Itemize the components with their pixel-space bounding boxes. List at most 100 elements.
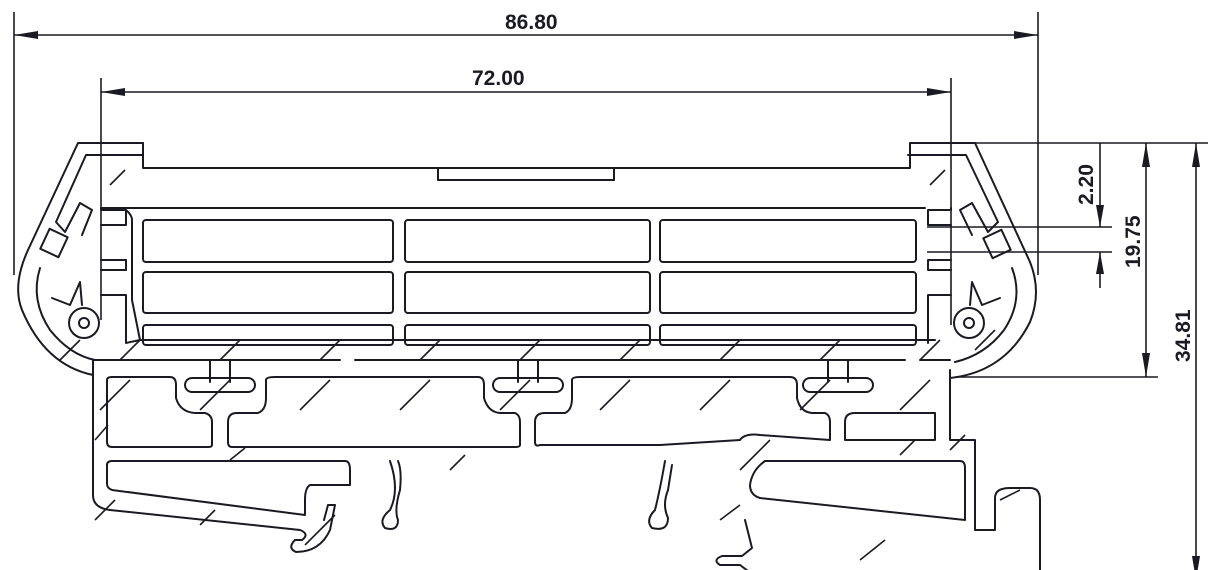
hatch-line	[499, 379, 531, 411]
t-slot	[802, 377, 874, 393]
dimension-label-total-height: 34.81	[1172, 309, 1195, 362]
arrowhead	[1142, 143, 1150, 167]
hatch-line	[199, 509, 216, 526]
cell	[142, 324, 394, 346]
arrowhead	[1192, 556, 1200, 570]
arrowhead	[101, 88, 125, 96]
hatch-line	[119, 339, 141, 361]
hinge-pin-hole	[963, 317, 975, 329]
hatch-line	[399, 379, 431, 411]
cell	[404, 219, 651, 263]
hatch-line	[919, 339, 941, 361]
cell	[142, 271, 394, 314]
cell	[659, 271, 917, 314]
t-slot-neck	[209, 359, 231, 383]
dimension-label-inner-width: 72.00	[472, 67, 525, 90]
t-slot	[492, 377, 564, 393]
hatch-line	[99, 379, 131, 411]
hatch-line	[109, 169, 126, 186]
hatch-line	[319, 339, 341, 361]
hatch-line	[229, 447, 246, 461]
hinge-pin-right	[953, 307, 985, 339]
t-slot	[184, 377, 256, 393]
base-chamber	[534, 376, 831, 447]
dimension-label-overall-width: 86.80	[505, 11, 558, 34]
hinge-pin-left	[68, 307, 100, 339]
hinge-pin-hole	[78, 317, 90, 329]
hatch-line	[739, 439, 771, 471]
inner-frame-left	[100, 207, 926, 344]
latch-window-left	[39, 227, 69, 259]
hatch-line	[799, 379, 831, 411]
arrowhead	[1096, 252, 1104, 274]
arrowhead	[14, 31, 38, 39]
cover-outer-top-right	[142, 142, 1037, 379]
hatch-line	[94, 424, 109, 441]
cover-profile	[17, 142, 1037, 379]
inner-frame	[92, 207, 952, 361]
hatch-line	[819, 339, 841, 361]
hatch-line	[899, 379, 931, 411]
cover-inner-left-latch	[55, 154, 144, 236]
arrowhead	[927, 88, 951, 96]
hatch-line	[94, 499, 116, 521]
hatch-line	[929, 169, 946, 186]
hatch-line	[219, 339, 241, 361]
hatch-line	[599, 379, 631, 411]
inner-frame-right	[927, 207, 952, 344]
base-lower-chamber-left	[106, 460, 351, 516]
cover-inner-curve-left	[35, 267, 96, 361]
hatch-line	[519, 339, 541, 361]
cell-grid	[142, 219, 917, 346]
cell	[404, 271, 651, 314]
hinge-tooth-left	[51, 281, 83, 306]
hatch-line	[619, 339, 641, 361]
hatch-line	[719, 504, 741, 521]
arrowhead	[1014, 31, 1038, 39]
base-right-foot	[715, 369, 1041, 570]
base-chamber	[227, 376, 521, 448]
hatch-line	[859, 539, 886, 561]
hatch-line	[719, 339, 741, 361]
cover-inner-right-latch	[907, 154, 999, 236]
hatch-line	[419, 339, 441, 361]
cell	[404, 324, 651, 346]
spring-clip-left	[381, 460, 402, 530]
t-slot-neck	[827, 359, 849, 383]
cell	[659, 219, 917, 263]
hatch-line	[304, 514, 336, 546]
cell	[659, 324, 917, 346]
cell	[142, 219, 394, 263]
hatch-line	[699, 379, 731, 411]
base-profile	[92, 359, 1041, 570]
dimension-inner-width: 72.00	[100, 67, 952, 325]
dimension-label-cover-height: 19.75	[1122, 215, 1145, 268]
hatch-line	[449, 454, 466, 471]
base-lower-chamber-right	[749, 460, 966, 521]
arrowhead	[1096, 205, 1104, 227]
t-slot-neck	[517, 359, 539, 383]
arrowhead	[1192, 143, 1200, 167]
hatch-line	[999, 489, 1021, 501]
hatch-line	[59, 339, 81, 361]
latch-window-right	[982, 228, 1012, 260]
cover-label-slot	[437, 167, 615, 181]
hatch-line	[899, 439, 916, 456]
t-slot-group	[184, 359, 874, 393]
section-hatching	[59, 169, 1021, 561]
hatch-line	[949, 434, 966, 451]
hinge-tooth-right	[969, 281, 1001, 306]
dimension-overall-width: 86.80	[13, 11, 1039, 275]
cover-outer-left	[17, 142, 144, 376]
base-left-foot	[92, 359, 336, 553]
hatch-line	[299, 379, 331, 411]
arrowhead	[1142, 353, 1150, 377]
cover-inner-curve-right	[954, 267, 1018, 363]
dimension-label-latch-offset: 2.20	[1075, 164, 1098, 205]
hatch-line	[974, 329, 996, 351]
hatch-line	[199, 379, 231, 411]
base-chamber	[106, 376, 213, 448]
dimension-vertical-group: 2.20 19.75 34.81	[910, 142, 1208, 570]
